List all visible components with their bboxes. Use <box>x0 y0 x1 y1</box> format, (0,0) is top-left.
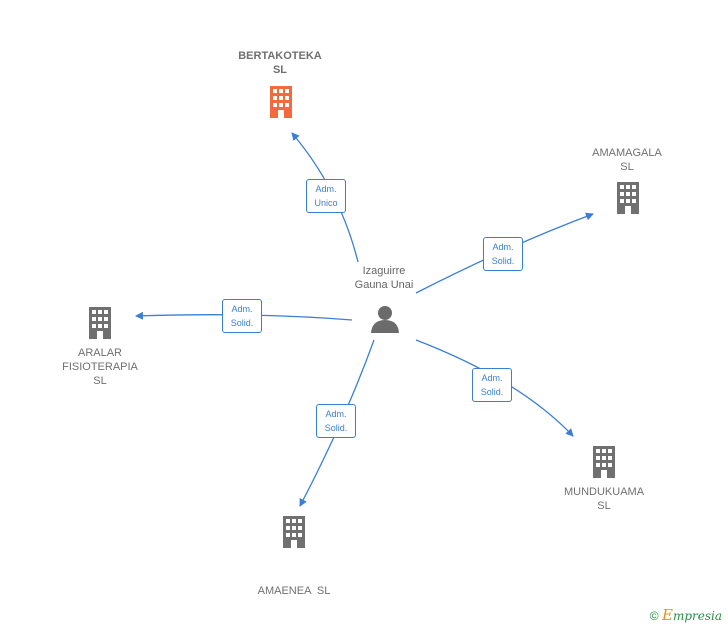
company-label-aralar[interactable]: ARALAR FISIOTERAPIA SL <box>30 346 170 388</box>
relation-line: Solid. <box>491 256 515 266</box>
relation-line: Solid. <box>480 387 504 397</box>
person-name-line: Izaguirre <box>362 265 406 277</box>
relation-line: Adm. <box>481 373 503 383</box>
person-icon[interactable] <box>371 306 399 333</box>
relation-line: Solid. <box>230 318 254 328</box>
company-name-line: SL <box>272 64 288 76</box>
relation-line: Solid. <box>324 423 348 433</box>
company-name-line: AMAMAGALA <box>592 147 662 159</box>
relation-badge-amaenea: Adm. Solid. <box>316 404 356 438</box>
building-icon[interactable] <box>270 86 292 118</box>
person-name-line: Gauna Unai <box>354 279 414 291</box>
company-name-line: ARALAR <box>77 347 123 359</box>
building-icon[interactable] <box>593 446 615 478</box>
building-icon[interactable] <box>89 307 111 339</box>
building-icon[interactable] <box>283 516 305 548</box>
company-label-mundukuama[interactable]: MUNDUKUAMA SL <box>534 485 674 513</box>
building-icon[interactable] <box>617 182 639 214</box>
relation-line: Adm. <box>325 409 347 419</box>
copyright-icon: © <box>649 609 659 623</box>
company-name-line: FISIOTERAPIA <box>62 361 138 373</box>
relation-line: Adm. <box>231 304 253 314</box>
relation-badge-bertakoteka: Adm. Unico <box>306 179 346 213</box>
relation-line: Unico <box>314 198 338 208</box>
person-label[interactable]: Izaguirre Gauna Unai <box>334 264 434 292</box>
company-label-amamagala[interactable]: AMAMAGALA SL <box>557 146 697 174</box>
logo-initial: E <box>661 606 673 624</box>
relation-line: Adm. <box>315 184 337 194</box>
company-label-amaenea[interactable]: AMAENEA SL <box>224 556 364 612</box>
relation-badge-mundukuama: Adm. Solid. <box>472 368 512 402</box>
copyright-footer: © Empresia <box>650 606 722 624</box>
relation-badge-amamagala: Adm. Solid. <box>483 237 523 271</box>
company-name-line: SL <box>620 161 634 173</box>
logo-text: mpresia <box>672 609 722 623</box>
company-name-line: AMAENEA SL <box>257 585 331 597</box>
company-name-line: MUNDUKUAMA <box>563 486 645 498</box>
relation-line: Adm. <box>492 242 514 252</box>
company-label-bertakoteka[interactable]: BERTAKOTEKA SL <box>210 49 350 77</box>
empresia-logo: Empresia <box>661 606 722 624</box>
company-name-line: SL <box>93 375 107 387</box>
relation-badge-aralar: Adm. Solid. <box>222 299 262 333</box>
company-name-line: SL <box>597 500 611 512</box>
company-name-line: BERTAKOTEKA <box>238 50 322 62</box>
